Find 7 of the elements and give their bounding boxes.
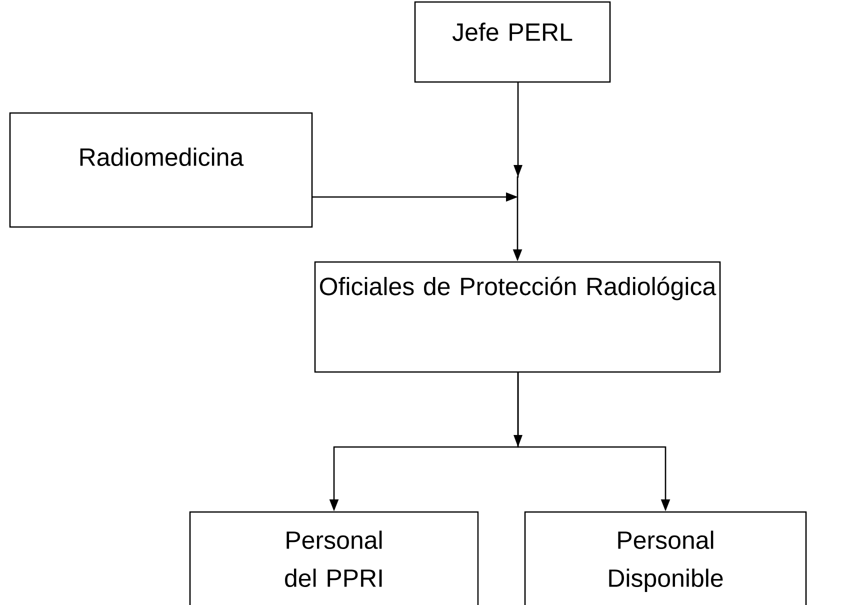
org-box: Oficiales de Protección Radiológica [314, 261, 721, 373]
org-box: Personal Disponible [524, 511, 807, 605]
arrowhead [514, 165, 522, 177]
org-box: Personal del PPRI [189, 511, 479, 605]
arrowhead [514, 435, 522, 447]
org-box: Jefe PERL [414, 1, 611, 83]
org-box: Radiomedicina [9, 112, 313, 228]
